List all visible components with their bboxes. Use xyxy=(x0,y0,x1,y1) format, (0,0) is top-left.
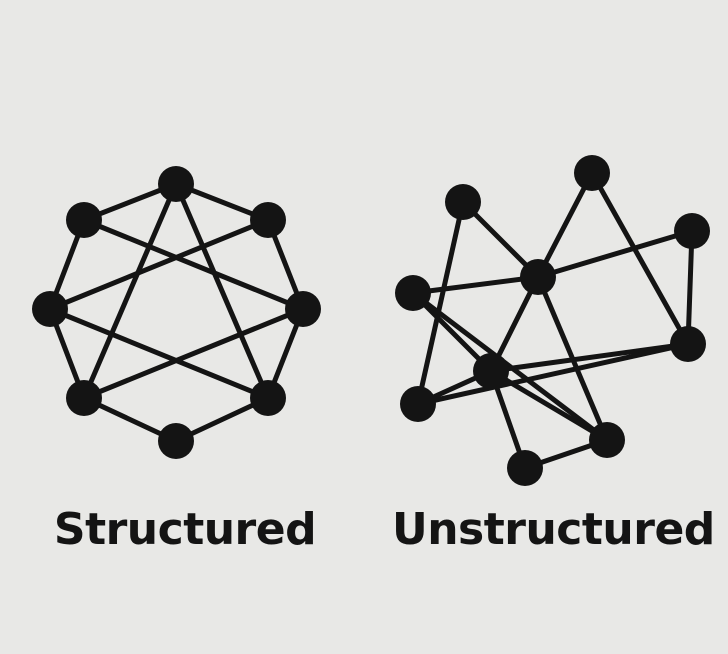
unstructured-node-n8 xyxy=(670,326,706,362)
unstructured-edge-n4-n8 xyxy=(685,228,695,347)
unstructured-graph xyxy=(395,155,710,486)
structured-edge-upper-left-right xyxy=(81,217,306,312)
structured-node-bottom xyxy=(158,423,194,459)
unstructured-node-n7 xyxy=(400,386,436,422)
structured-node-left xyxy=(32,291,68,327)
unstructured-node-n6 xyxy=(473,353,509,389)
structured-node-upper-right xyxy=(250,202,286,238)
unstructured-node-n10 xyxy=(507,450,543,486)
unstructured-node-n5 xyxy=(395,275,431,311)
structured-node-lower-left xyxy=(66,380,102,416)
unstructured-edge-n5-n6 xyxy=(410,290,494,374)
structured-node-top xyxy=(158,166,194,202)
unstructured-node-n2 xyxy=(574,155,610,191)
unstructured-edge-n2-n3 xyxy=(535,170,595,280)
unstructured-node-n9 xyxy=(589,422,625,458)
structured-node-upper-left xyxy=(66,202,102,238)
structured-label: Structured xyxy=(53,504,317,555)
structured-node-lower-right xyxy=(250,380,286,416)
structured-node-right xyxy=(285,291,321,327)
unstructured-edge-n3-n5 xyxy=(410,274,541,296)
structured-edge-right-lower-left xyxy=(81,306,306,401)
structured-graph xyxy=(32,166,321,459)
unstructured-edge-n6-n8 xyxy=(488,341,691,374)
unstructured-edge-n3-n4 xyxy=(535,228,695,280)
unstructured-node-n3 xyxy=(520,259,556,295)
unstructured-edge-n6-n9 xyxy=(488,368,610,443)
structured-edge-upper-right-left xyxy=(47,217,271,312)
unstructured-node-n4 xyxy=(674,213,710,249)
unstructured-edge-n2-n8 xyxy=(589,170,691,347)
unstructured-edge-n7-n8 xyxy=(415,341,691,407)
structured-edge-top-lower-left xyxy=(81,181,179,401)
structured-edge-top-lower-right xyxy=(173,181,271,401)
unstructured-node-n1 xyxy=(445,184,481,220)
unstructured-label: Unstructured xyxy=(392,504,715,555)
structured-edge-left-lower-right xyxy=(47,306,271,401)
unstructured-edge-n1-n7 xyxy=(415,199,466,407)
